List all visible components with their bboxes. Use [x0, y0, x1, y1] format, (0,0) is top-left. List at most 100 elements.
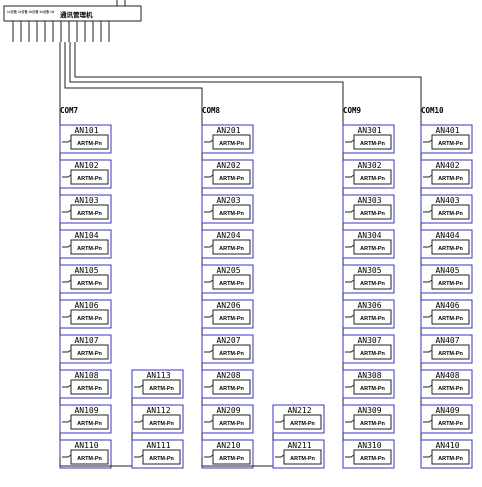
device-model: ARTM-Pn	[77, 281, 102, 287]
device-model: ARTM-Pn	[438, 141, 463, 147]
device-lead	[134, 419, 144, 423]
device-inner-box	[353, 449, 392, 465]
device-lead	[62, 139, 72, 143]
device-model: ARTM-Pn	[360, 141, 385, 147]
device-address: AN109	[74, 406, 98, 415]
device-address: AN410	[435, 441, 459, 450]
device-inner-box	[353, 309, 392, 325]
device-address: AN206	[216, 301, 240, 310]
device-model: ARTM-Pn	[360, 211, 385, 217]
device-address: AN302	[357, 161, 381, 170]
device-model: ARTM-Pn	[77, 421, 102, 427]
device-model: ARTM-Pn	[149, 421, 174, 427]
port-label: COM10	[421, 106, 444, 115]
bus-line-com9	[69, 42, 344, 104]
device-inner-box	[431, 239, 470, 255]
device-lead	[134, 454, 144, 458]
device-address: AN304	[357, 231, 381, 240]
port-com7: COM7AN101ARTM-PnAN102ARTM-PnAN103ARTM-Pn…	[59, 104, 184, 469]
device-inner-box	[212, 204, 251, 220]
device-inner-box	[431, 449, 470, 465]
device-inner-box	[70, 309, 109, 325]
device-inner-box	[353, 414, 392, 430]
device-lead	[423, 349, 433, 353]
device-address: AN208	[216, 371, 240, 380]
device-inner-box	[431, 274, 470, 290]
device-model: ARTM-Pn	[438, 176, 463, 182]
device-inner-box	[353, 204, 392, 220]
device-inner-box	[353, 134, 392, 150]
device-address: AN307	[357, 336, 381, 345]
device-lead	[62, 209, 72, 213]
device-lead	[204, 244, 214, 248]
device-lead	[423, 419, 433, 423]
device-inner-box	[283, 449, 322, 465]
device-model: ARTM-Pn	[77, 141, 102, 147]
branch-link	[201, 457, 273, 467]
device-model: ARTM-Pn	[438, 246, 463, 252]
device-model: ARTM-Pn	[219, 176, 244, 182]
branch-link	[59, 457, 132, 467]
bus-line-com8	[64, 42, 203, 104]
port-label: COM8	[202, 106, 221, 115]
device-inner-box	[212, 274, 251, 290]
device-lead	[204, 384, 214, 388]
device-lead	[204, 174, 214, 178]
device-inner-box	[283, 414, 322, 430]
device-address: AN402	[435, 161, 459, 170]
device-lead	[62, 279, 72, 283]
device-inner-box	[70, 239, 109, 255]
device-model: ARTM-Pn	[149, 386, 174, 392]
port-label: COM9	[343, 106, 362, 115]
device-address: AN203	[216, 196, 240, 205]
port-com8: COM8AN201ARTM-PnAN202ARTM-PnAN203ARTM-Pn…	[201, 104, 325, 469]
device-lead	[345, 209, 355, 213]
device-address: AN101	[74, 126, 98, 135]
device-model: ARTM-Pn	[219, 211, 244, 217]
device-address: AN309	[357, 406, 381, 415]
device-lead	[345, 279, 355, 283]
device-address: AN209	[216, 406, 240, 415]
device-address: AN308	[357, 371, 381, 380]
device-model: ARTM-Pn	[360, 176, 385, 182]
device-address: AN112	[146, 406, 170, 415]
device-address: AN406	[435, 301, 459, 310]
device-model: ARTM-Pn	[77, 316, 102, 322]
device-lead	[204, 139, 214, 143]
device-lead	[345, 244, 355, 248]
device-inner-box	[212, 169, 251, 185]
device-model: ARTM-Pn	[219, 141, 244, 147]
device-model: ARTM-Pn	[219, 281, 244, 287]
header-terminals	[12, 21, 110, 42]
device-inner-box	[431, 344, 470, 360]
device-model: ARTM-Pn	[290, 456, 315, 462]
device-model: ARTM-Pn	[219, 421, 244, 427]
device-inner-box	[431, 204, 470, 220]
device-address: AN111	[146, 441, 170, 450]
device-model: ARTM-Pn	[77, 211, 102, 217]
device-inner-box	[70, 414, 109, 430]
